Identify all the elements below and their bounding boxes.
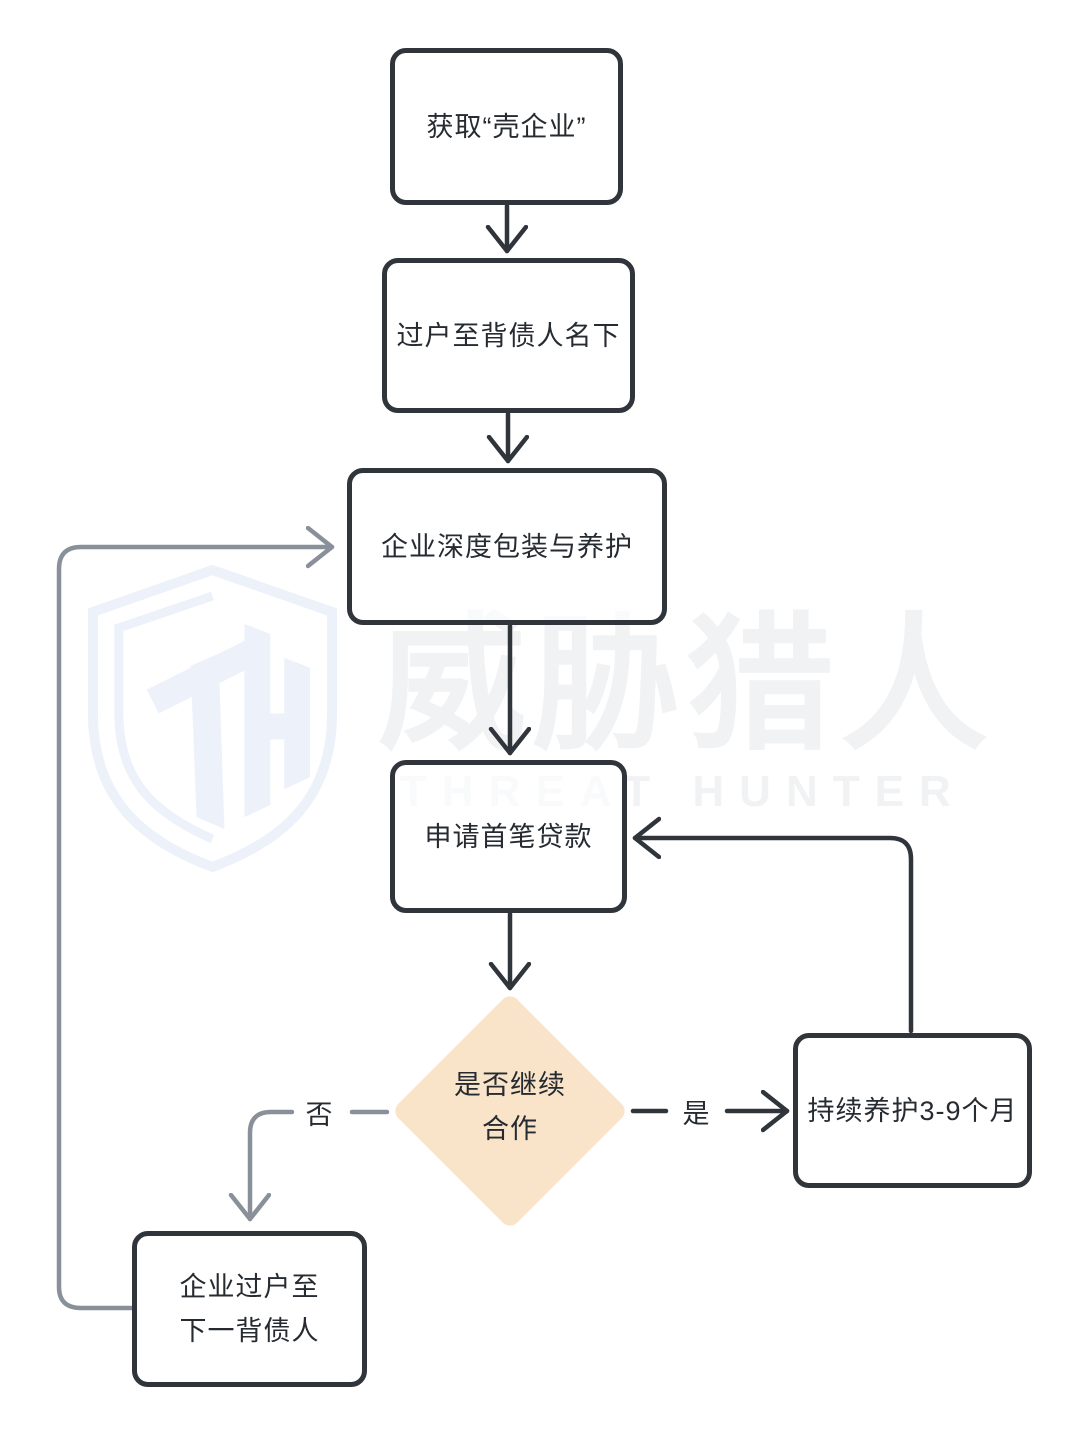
decision-label-line1: 是否继续 (454, 1070, 566, 1100)
node-label: 获取“壳企业” (426, 111, 587, 142)
node-obtain-shell-company: 获取“壳企业” (390, 48, 623, 205)
node-label-line1: 企业过户至 (179, 1272, 320, 1302)
node-label: 企业深度包装与养护 (381, 531, 633, 562)
node-decision-continue-cooperation: 是否继续 合作 (400, 1063, 620, 1151)
node-transfer-to-debtor: 过户至背债人名下 (382, 258, 635, 413)
node-label: 持续养护3-9个月 (807, 1095, 1018, 1126)
edge-transfer-next-loop-to-packaging (56, 547, 335, 1311)
decision-label-line2: 合作 (482, 1114, 538, 1144)
node-maintain-3-9-months: 持续养护3-9个月 (793, 1033, 1032, 1188)
node-apply-first-loan: 申请首笔贷款 (390, 760, 627, 913)
node-label: 过户至背债人名下 (396, 320, 621, 351)
edge-label-no: 否 (305, 1099, 333, 1130)
edge-decision-no-to-transfer-next (250, 1109, 295, 1222)
node-label: 申请首笔贷款 (424, 821, 593, 852)
node-label-line2: 下一背债人 (179, 1316, 320, 1346)
edge-maintain-loop-to-loan (632, 838, 914, 1034)
node-transfer-to-next-debtor: 企业过户至 下一背债人 (132, 1231, 367, 1387)
node-deep-packaging-maintenance: 企业深度包装与养护 (347, 468, 667, 625)
edge-label-yes: 是 (682, 1098, 710, 1129)
